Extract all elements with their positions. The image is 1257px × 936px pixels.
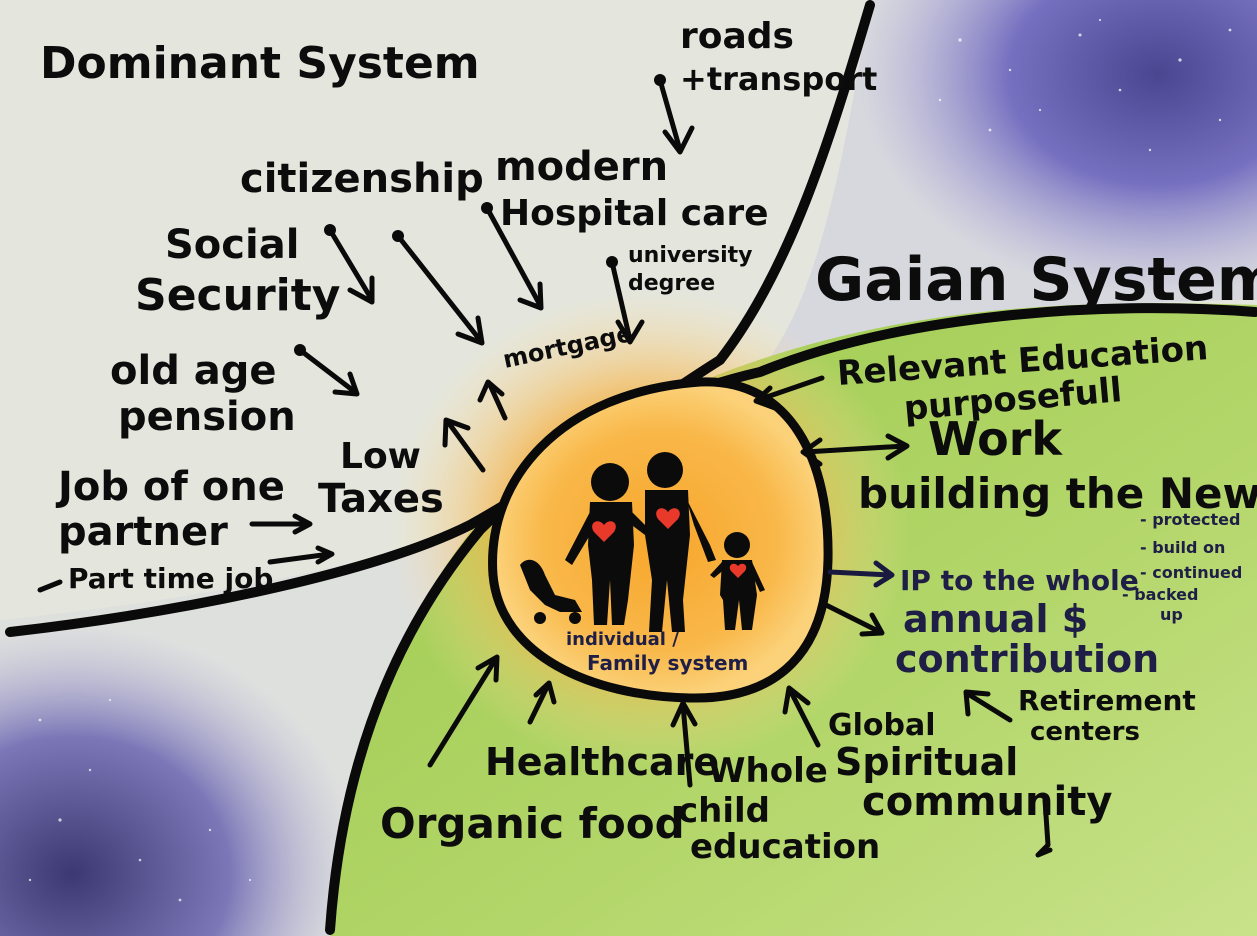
label-healthcare: Healthcare	[485, 740, 719, 784]
label-low: Low	[340, 436, 421, 477]
label-retirement: Retirement	[1018, 684, 1196, 717]
family-figures	[520, 452, 765, 632]
arrow-annual	[823, 602, 885, 637]
label-security: Security	[135, 270, 340, 321]
arrow-mortgage	[477, 379, 508, 421]
ip-note-up: up	[1160, 605, 1183, 624]
label-citizenship: citizenship	[240, 156, 484, 202]
ip-note-backed: - backed	[1122, 585, 1198, 604]
label-contribution: contribution	[895, 637, 1159, 681]
title-dominant-system: Dominant System	[40, 38, 480, 89]
label-work: Work	[928, 412, 1063, 466]
arrows-dominant	[249, 74, 695, 565]
stroller	[520, 559, 582, 612]
arrow-community	[1035, 797, 1053, 858]
ip-note-continued: - continued	[1140, 563, 1242, 582]
label-individual: individual /	[566, 629, 679, 650]
label-taxes: Taxes	[318, 476, 444, 522]
label-annual: annual $	[903, 597, 1088, 641]
ip-note-protected: - protected	[1140, 510, 1240, 529]
dash-mark	[37, 579, 63, 593]
label-pension: pension	[118, 394, 296, 440]
label-roads: roads	[680, 16, 794, 57]
arrow-lowtaxes	[442, 417, 486, 473]
label-degree: degree	[628, 271, 715, 296]
label-education: education	[690, 827, 880, 867]
purple-region-bottom-left	[0, 520, 480, 936]
label-community: community	[862, 779, 1112, 825]
label-spiritual: Spiritual	[835, 740, 1018, 784]
label-global: Global	[828, 708, 936, 743]
label-whole: Whole	[708, 751, 828, 791]
label-transport: +transport	[680, 60, 877, 98]
star-sparkles-top	[938, 18, 1232, 152]
arrow-modern	[392, 230, 485, 346]
arrow-healthcare	[527, 680, 557, 725]
arrow-university	[606, 256, 645, 345]
arrows-gaian	[37, 375, 1053, 858]
arrow-whole	[670, 700, 698, 788]
title-gaian-system: Gaian System	[815, 245, 1257, 315]
hearts	[592, 508, 747, 578]
arrow-retirement	[963, 689, 1013, 723]
arrow-global	[782, 685, 821, 748]
arrow-work	[800, 433, 910, 467]
purple-region-top-right	[760, 0, 1257, 370]
heart-left	[592, 521, 616, 542]
adult-head-left	[591, 463, 629, 501]
label-ip-to-the-whole: IP to the whole	[900, 564, 1139, 597]
arrow-job	[249, 513, 313, 535]
label-university: university	[628, 243, 752, 268]
label-family-system: Family system	[587, 651, 748, 675]
label-modern: modern	[495, 144, 668, 190]
arrow-organic	[427, 654, 500, 768]
heart-right	[656, 508, 680, 529]
label-child: child	[678, 791, 770, 831]
arrow-citizenship	[324, 224, 375, 305]
label-hospital-care: Hospital care	[500, 193, 769, 234]
arrow-hospital	[481, 202, 544, 311]
label-job-of-one: Job of one	[55, 464, 285, 510]
heart-child	[729, 563, 747, 578]
arrow-ip	[827, 560, 895, 588]
label-building-the-new: building the New	[858, 469, 1257, 518]
label-partner: partner	[58, 509, 228, 555]
star-sparkles-bottom	[28, 698, 252, 902]
arrow-oldage	[294, 344, 360, 397]
label-social: Social	[165, 222, 299, 268]
label-centers: centers	[1030, 717, 1140, 747]
arrow-parttime	[267, 545, 335, 565]
child-head	[724, 532, 750, 558]
adult-head-right	[647, 452, 683, 488]
ip-note-build-on: - build on	[1140, 538, 1225, 557]
label-old-age: old age	[110, 348, 277, 394]
label-organic-food: Organic food	[380, 799, 685, 848]
arrow-roads	[654, 74, 695, 155]
label-part-time-job: Part time job	[68, 562, 273, 595]
arrow-relevant	[753, 375, 825, 411]
